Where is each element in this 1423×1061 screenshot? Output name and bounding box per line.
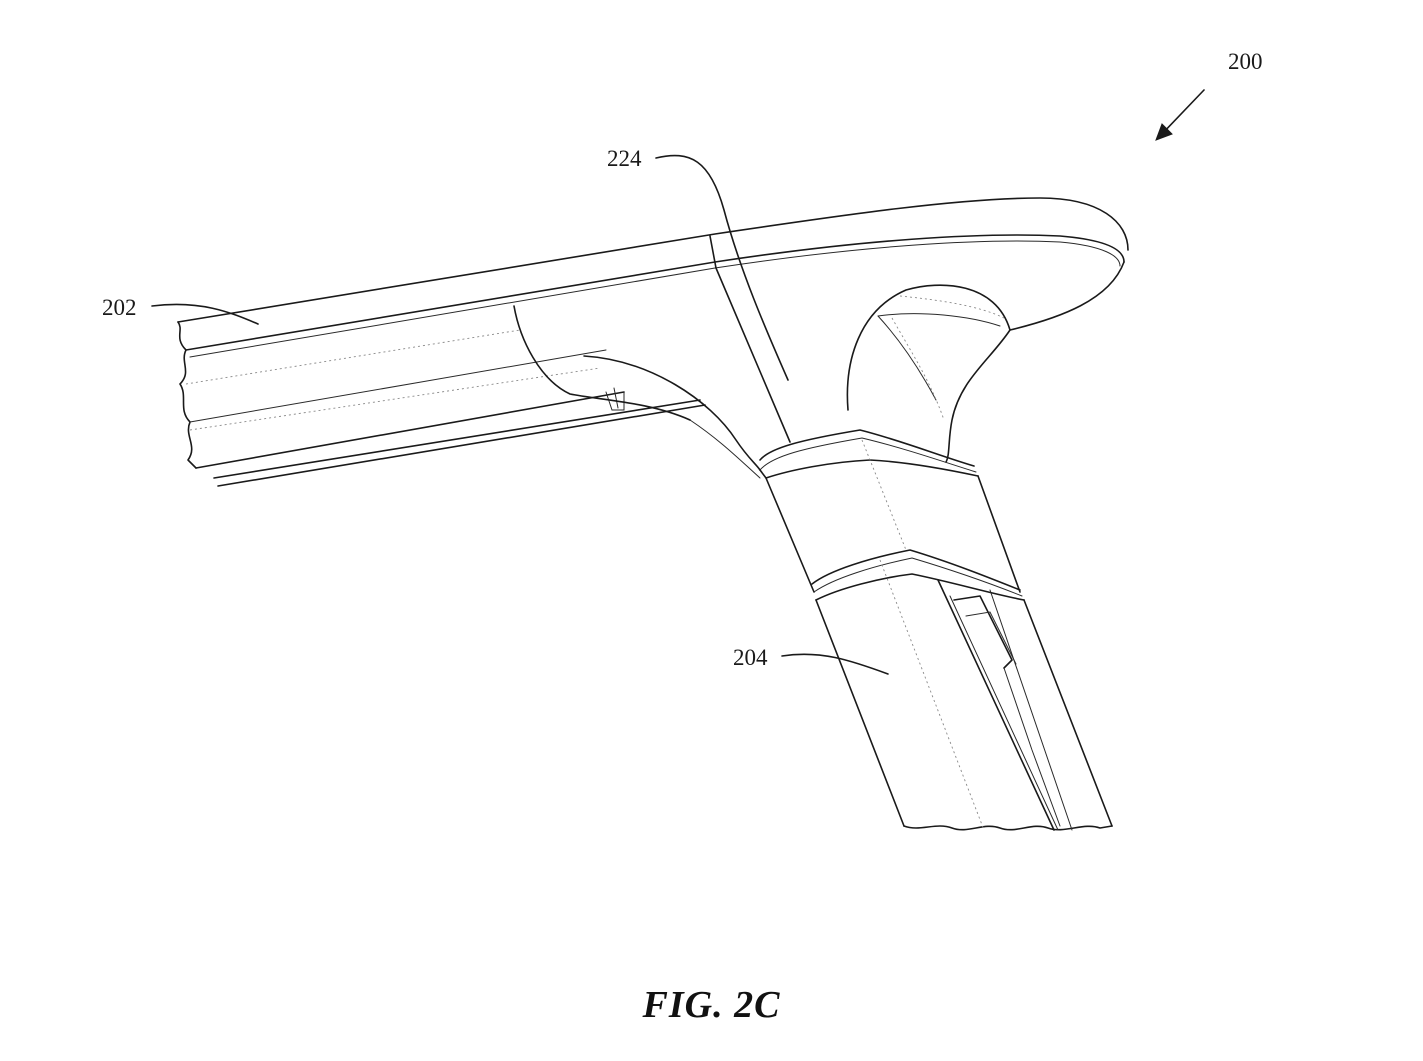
lower-member xyxy=(815,559,1113,831)
junction xyxy=(513,235,1011,479)
leader-200 xyxy=(1159,89,1205,137)
leader-202 xyxy=(151,303,259,325)
leader-204 xyxy=(781,653,889,675)
leader-224 xyxy=(655,154,789,381)
collar xyxy=(759,429,1025,601)
figure-caption: FIG. 2C xyxy=(642,984,781,1026)
label-200: 200 xyxy=(1228,49,1263,74)
arrowhead-200 xyxy=(1155,123,1173,141)
label-204: 204 xyxy=(733,645,768,670)
leader-lines xyxy=(151,89,1205,675)
label-202: 202 xyxy=(102,295,137,320)
label-224: 224 xyxy=(607,146,642,171)
upper-member xyxy=(177,197,1129,487)
